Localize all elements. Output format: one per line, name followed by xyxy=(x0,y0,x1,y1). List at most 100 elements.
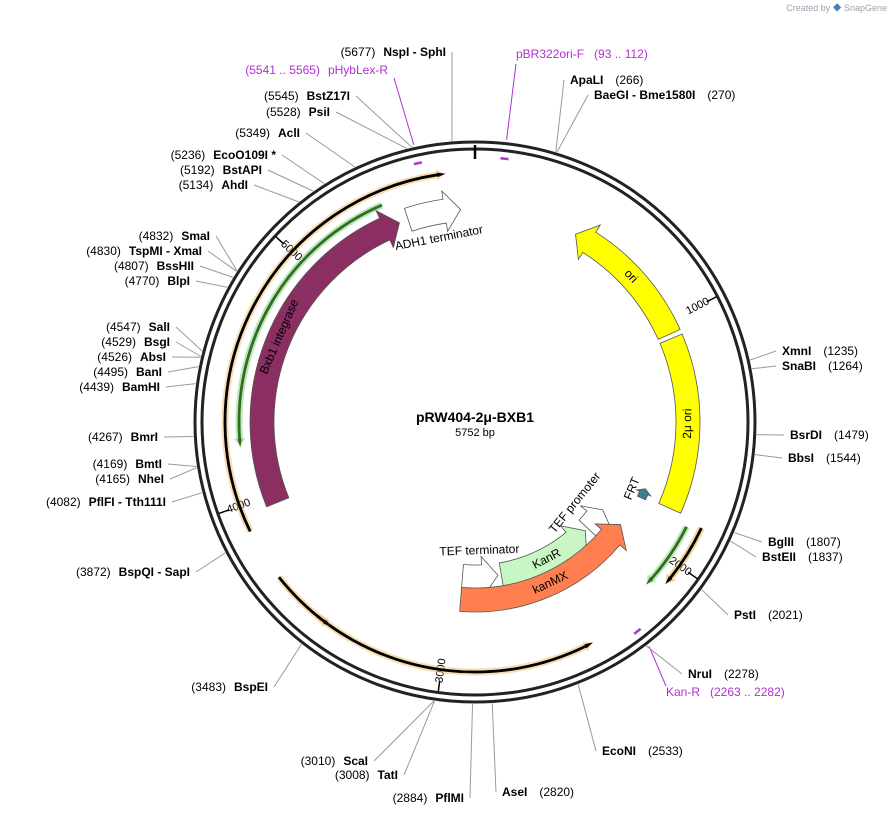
feature-bxb1-integrase[interactable] xyxy=(249,209,400,508)
site-enzyme: PflFI - Tth111I xyxy=(89,495,166,509)
site-econi[interactable]: EcoNI(2533) xyxy=(577,684,683,758)
site-ecoo109i[interactable]: (5236)EcoO109I * xyxy=(171,148,325,185)
tick-mark xyxy=(706,296,717,303)
site-position: (2820) xyxy=(539,785,574,799)
site-leader-line xyxy=(469,703,474,799)
orf-arrow[interactable] xyxy=(237,203,383,448)
site-nhei[interactable]: (4165)NheI xyxy=(95,467,197,486)
site-bsteii[interactable]: BstEII (1837) xyxy=(730,540,843,564)
site-label: ApaLI(266) xyxy=(570,73,643,87)
site-bstz17i[interactable]: (5545)BstZ17I xyxy=(264,89,413,148)
plasmid-length: 5752 bp xyxy=(455,427,495,439)
site-position: (5677) xyxy=(341,45,376,59)
snapgene-product-label: SnapGene xyxy=(843,2,887,13)
site-bsrdi[interactable]: BsrDI(1479) xyxy=(756,428,869,442)
orf-arrow[interactable] xyxy=(645,526,688,585)
feature-label-frt: FRT xyxy=(621,474,643,501)
tick-label: 1000 xyxy=(684,295,711,317)
site-enzyme: AseI xyxy=(502,785,527,799)
site-bstapi[interactable]: (5192)BstAPI xyxy=(180,163,314,192)
site-asei[interactable]: AseI (2820) xyxy=(491,703,574,799)
site-enzyme: PstI xyxy=(734,608,756,622)
feature-frt[interactable] xyxy=(635,488,652,501)
site-leader-line xyxy=(167,366,199,373)
site-bmti[interactable]: (4169)BmtI xyxy=(93,457,197,471)
primer-kan-r[interactable] xyxy=(633,627,642,635)
site-apali[interactable]: ApaLI(266) xyxy=(555,73,644,152)
feature-adh1-terminator[interactable] xyxy=(403,189,462,233)
site-bsgi[interactable]: (4529)BsgI xyxy=(101,335,201,357)
orf-arrows xyxy=(221,169,705,676)
site-position: (5545) xyxy=(264,89,299,103)
site-smai[interactable]: (4832)SmaI xyxy=(139,229,238,272)
site-label: (5192)BstAPI xyxy=(180,163,262,177)
site-leader-line xyxy=(195,552,226,573)
primer-phyblex-r[interactable] xyxy=(413,161,423,166)
site-label: BglII(1807) xyxy=(768,535,841,549)
orf-highlight[interactable] xyxy=(315,613,593,676)
feature-ori[interactable] xyxy=(575,224,681,340)
site-nspi-sphi[interactable]: (5677)NspI - SphI xyxy=(341,45,453,141)
site-leader-line xyxy=(169,467,197,480)
orf-highlight[interactable] xyxy=(276,575,331,627)
site-position: (4832) xyxy=(139,229,174,243)
orf-arrow[interactable] xyxy=(277,576,332,627)
orf-arrow[interactable] xyxy=(316,614,594,674)
primer-leader-line xyxy=(393,77,415,145)
site-snabi[interactable]: SnaBI(1264) xyxy=(751,359,863,373)
site-pflmi[interactable]: (2884)PflMI xyxy=(393,703,474,805)
site-enzyme: ApaLI xyxy=(570,73,603,87)
feature-kanmx[interactable] xyxy=(459,523,627,613)
site-enzyme: BstEII xyxy=(762,550,796,564)
site-position: (2021) xyxy=(768,608,803,622)
site-bmri[interactable]: (4267)BmrI xyxy=(88,430,194,444)
site-label: (3483)BspEI xyxy=(191,680,268,694)
site-bamhi[interactable]: (4439)BamHI xyxy=(79,380,196,394)
site-label: PstI (2021) xyxy=(734,608,803,622)
site-bani[interactable]: (4495)BanI xyxy=(93,365,199,379)
site-nrui[interactable]: NruI(2278) xyxy=(646,645,759,681)
primer-pbr322ori-f[interactable] xyxy=(500,156,509,161)
tick-mark xyxy=(218,509,230,515)
site-sali[interactable]: (4547)SalI xyxy=(106,320,203,352)
site-position: (3872) xyxy=(76,565,111,579)
site-blpi[interactable]: (4770)BlpI xyxy=(125,274,228,288)
site-label: (4547)SalI xyxy=(106,320,170,334)
site-tspmi-xmai[interactable]: (4830)TspMI - XmaI xyxy=(86,244,237,272)
site-bspei[interactable]: (3483)BspEI xyxy=(191,643,302,694)
site-ahdi[interactable]: (5134)AhdI xyxy=(179,178,299,203)
site-label: (4082)PflFI - Tth111I xyxy=(46,495,166,509)
site-enzyme: AbsI xyxy=(140,350,166,364)
site-bsshii[interactable]: (4807)BssHII xyxy=(114,259,234,278)
feature-2-ori[interactable] xyxy=(658,333,701,514)
site-scai[interactable]: (3010)ScaI xyxy=(301,700,435,768)
site-label: (5236)EcoO109I * xyxy=(171,148,277,162)
site-enzyme: AhdI xyxy=(221,178,248,192)
site-xmni[interactable]: XmnI(1235) xyxy=(749,344,858,361)
site-acli[interactable]: (5349)AclI xyxy=(235,126,356,168)
site-position: (2884) xyxy=(393,791,428,805)
site-position: (1479) xyxy=(834,428,869,442)
orf-arrow[interactable] xyxy=(665,527,703,585)
site-bglii[interactable]: BglII(1807) xyxy=(734,532,841,549)
orf-highlight[interactable] xyxy=(233,202,384,447)
site-psti[interactable]: PstI (2021) xyxy=(701,589,803,622)
site-label: (4165)NheI xyxy=(95,472,164,486)
site-leader-line xyxy=(199,265,234,278)
site-bbsi[interactable]: BbsI(1544) xyxy=(755,451,861,465)
site-bspqi-sapi[interactable]: (3872)BspQI - SapI xyxy=(76,552,226,579)
site-baegi-bme1580i[interactable]: BaeGI - Bme1580I(270) xyxy=(556,88,735,153)
backbone-outer xyxy=(193,140,757,704)
site-pflfi-tth111i[interactable]: (4082)PflFI - Tth111I xyxy=(46,492,203,509)
site-tati[interactable]: (3008)TatI xyxy=(335,700,435,782)
site-enzyme: BlpI xyxy=(167,274,190,288)
site-absi[interactable]: (4526)AbsI xyxy=(97,350,201,364)
site-enzyme: EcoO109I * xyxy=(213,148,276,162)
orf-arrow[interactable] xyxy=(223,172,446,533)
created-by-label: Created by xyxy=(786,2,831,13)
site-leader-line xyxy=(207,250,237,272)
site-psii[interactable]: (5528)PsiI xyxy=(266,105,407,149)
site-position: (1837) xyxy=(808,550,843,564)
site-enzyme: BsgI xyxy=(144,335,170,349)
site-enzyme: NheI xyxy=(138,472,164,486)
